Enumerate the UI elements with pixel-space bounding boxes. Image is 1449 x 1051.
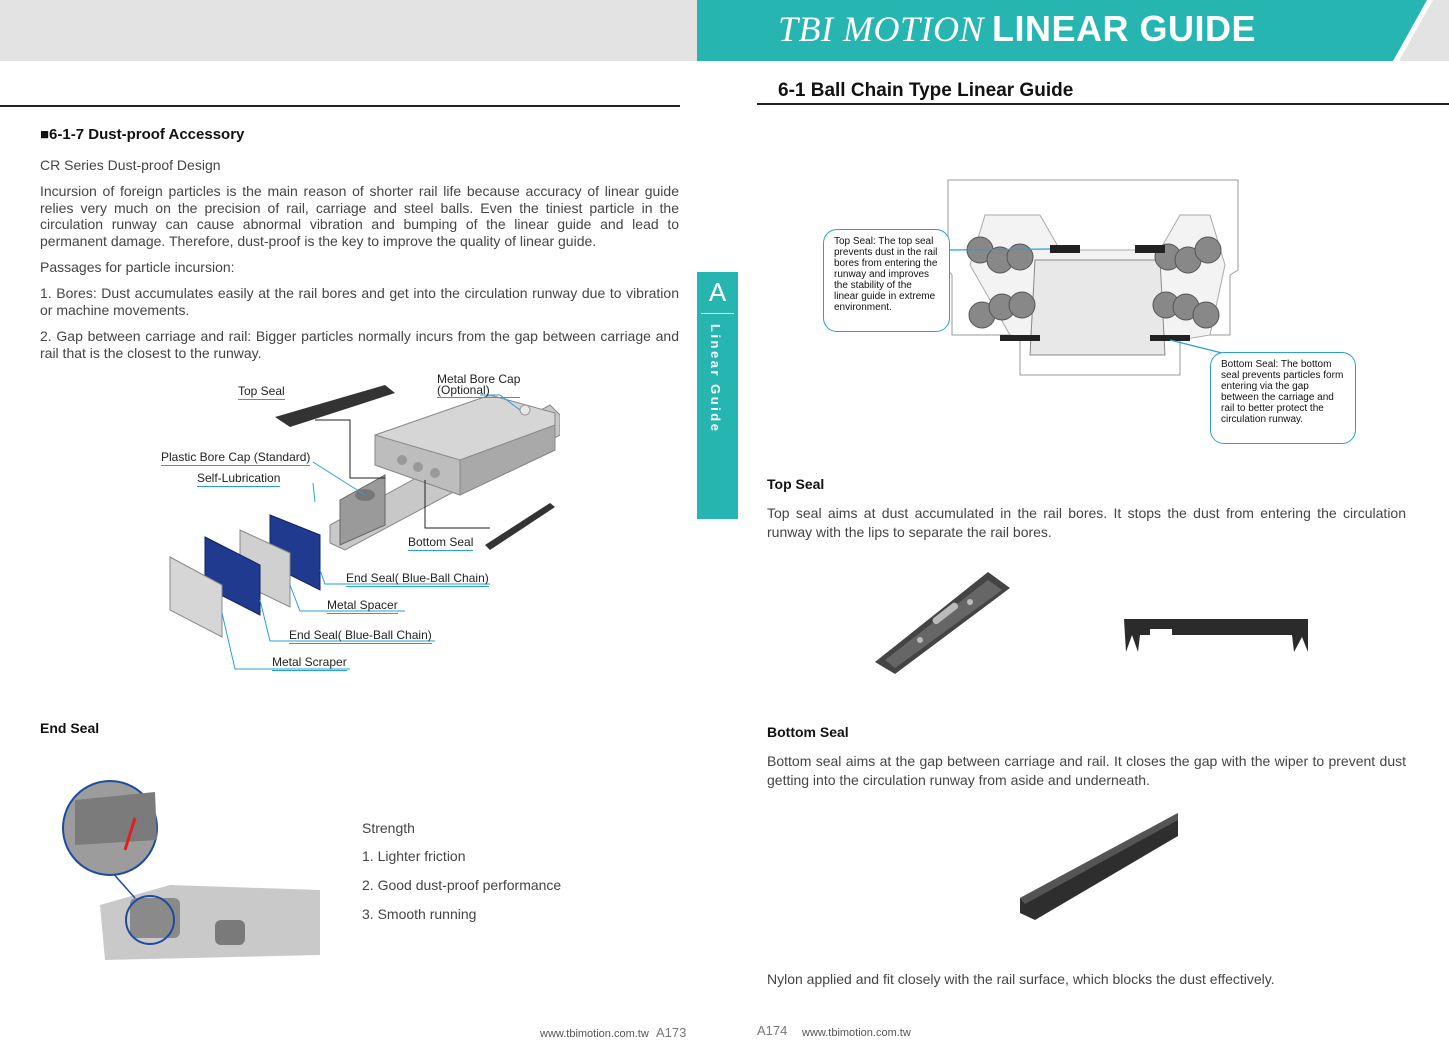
top-seal-text: Top seal aims at dust accumulated in the… (767, 505, 1406, 540)
top-seal-profile-image (1124, 619, 1308, 652)
label-top-seal: Top Seal (238, 384, 285, 400)
label-end-seal-1: End Seal( Blue-Ball Chain) (346, 571, 489, 587)
strength-item-2: 2. Good dust-proof performance (362, 877, 562, 893)
label-metal-bore-cap-line1: Metal Bore Cap (437, 372, 521, 386)
label-metal-bore-cap: Metal Bore Cap (Optional) (437, 372, 521, 398)
end-seal-illustration (62, 780, 320, 960)
side-tab-divider (701, 313, 734, 314)
header-teal-band (697, 0, 1449, 61)
strength-heading: Strength (362, 820, 415, 836)
side-tab-label: Linear Guide (708, 324, 723, 434)
label-metal-bore-cap-line2: (Optional) (437, 384, 521, 398)
strength-item-1: 1. Lighter friction (362, 848, 466, 864)
end-seal-heading: End Seal (40, 720, 100, 736)
label-metal-spacer: Metal Spacer (327, 598, 398, 614)
subtitle: CR Series Dust-proof Design (40, 157, 221, 173)
label-plastic-bore-cap: Plastic Bore Cap (Standard) (161, 450, 311, 466)
bottom-seal-part-image (1020, 813, 1178, 920)
passages-heading: Passages for particle incursion: (40, 259, 235, 275)
right-title-rule (757, 103, 1449, 105)
bottom-seal-heading: Bottom Seal (767, 724, 849, 740)
brand-bold: LINEAR GUIDE (992, 8, 1257, 49)
section-title: ■6-1-7 Dust-proof Accessory (40, 126, 245, 143)
strength-item-3: 3. Smooth running (362, 906, 477, 922)
side-tab-letter: A (708, 277, 727, 307)
label-end-seal-2: End Seal( Blue-Ball Chain) (289, 628, 432, 644)
label-metal-scraper: Metal Scraper (272, 655, 347, 671)
footer-url-right: www.tbimotion.com.tw (802, 1027, 911, 1039)
header-gray-band (0, 0, 697, 61)
incursion-item-1: 1. Bores: Dust accumulates easily at the… (40, 285, 679, 318)
cross-section-diagram (947, 179, 1239, 376)
incursion-item-2: 2. Gap between carriage and rail: Bigger… (40, 328, 679, 361)
brand-italic: TBI MOTION (778, 9, 985, 49)
nylon-text: Nylon applied and fit closely with the r… (767, 971, 1275, 987)
intro-paragraph: Incursion of foreign particles is the ma… (40, 183, 679, 249)
page-title: 6-1 Ball Chain Type Linear Guide (778, 80, 1074, 101)
footer-url-left: www.tbimotion.com.tw (540, 1028, 649, 1040)
left-title-rule (0, 105, 680, 107)
page-number-left: A173 (656, 1025, 687, 1040)
top-seal-heading: Top Seal (767, 476, 825, 492)
callout-top-seal: Top Seal: The top seal prevents dust in … (823, 229, 950, 332)
label-bottom-seal: Bottom Seal (408, 535, 474, 551)
label-self-lubrication: Self-Lubrication (197, 471, 281, 487)
exploded-diagram (169, 385, 560, 670)
bottom-seal-text: Bottom seal aims at the gap between carr… (767, 753, 1406, 788)
page-number-right: A174 (757, 1023, 788, 1038)
callout-bottom-seal: Bottom Seal: The bottom seal prevents pa… (1210, 352, 1356, 444)
top-seal-part-image (875, 572, 1010, 674)
